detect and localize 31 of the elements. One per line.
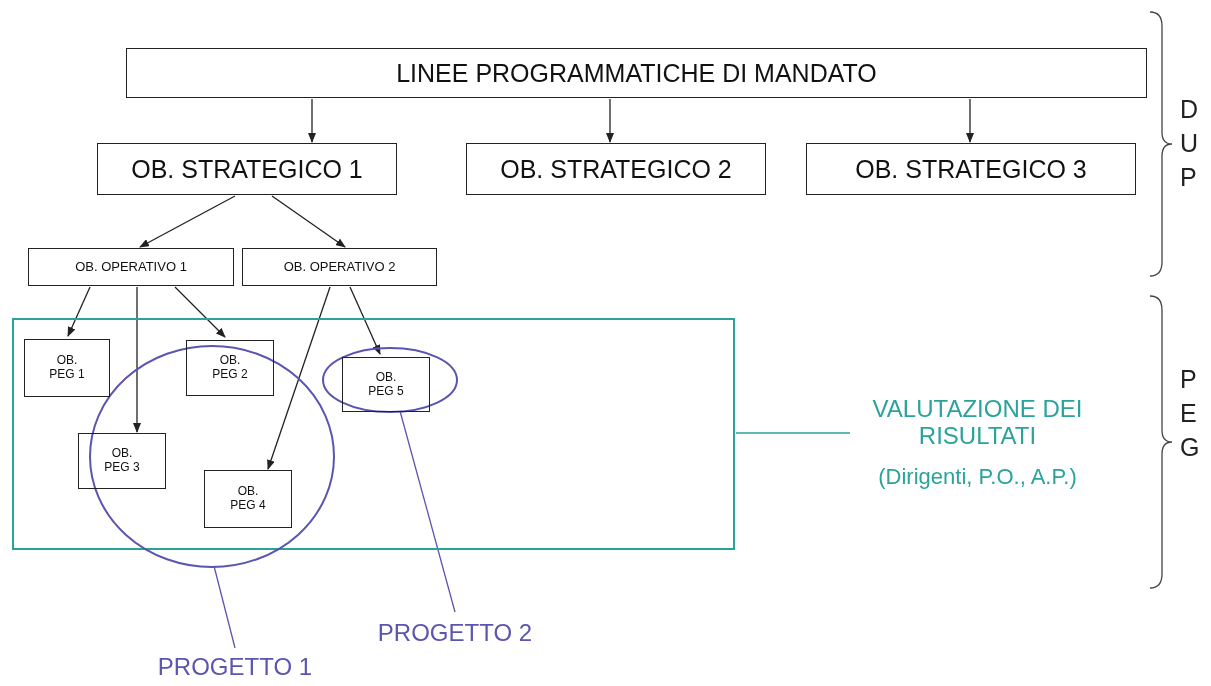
evaluation-note: VALUTAZIONE DEI RISULTATI (Dirigenti, P.O., A.P.) [850,372,1105,512]
project-label: PROGETTO 2 [355,612,555,654]
arrow [308,98,316,143]
arrow [349,286,381,355]
arrow [267,286,331,470]
arrow [67,286,91,337]
objective-box: OB. PEG 2 [186,340,274,396]
objective-box: OB. OPERATIVO 2 [242,248,437,286]
project-label: PROGETTO 1 [135,648,335,686]
project-ellipse [322,347,458,413]
arrow [139,195,236,248]
objective-box: OB. PEG 4 [204,470,292,528]
peg-frame [12,318,735,550]
objective-box: OB. STRATEGICO 1 [97,143,397,195]
arrow [966,98,974,143]
objective-box: LINEE PROGRAMMATICHE DI MANDATO [126,48,1147,98]
objective-box: OB. PEG 1 [24,339,110,397]
objective-box: OB. STRATEGICO 3 [806,143,1136,195]
arrow [606,98,614,143]
section-label: D U P [1180,94,1196,193]
arrow [133,286,141,433]
connector-line [213,565,236,649]
connector-line [399,410,456,613]
objective-box: OB. STRATEGICO 2 [466,143,766,195]
arrow [174,286,226,338]
connector-line [735,432,851,434]
section-label: P E G [1180,364,1196,463]
objective-box: OB. OPERATIVO 1 [28,248,234,286]
arrow [271,195,346,248]
objective-box: OB. PEG 3 [78,433,166,489]
objective-box: OB. PEG 5 [342,357,430,412]
